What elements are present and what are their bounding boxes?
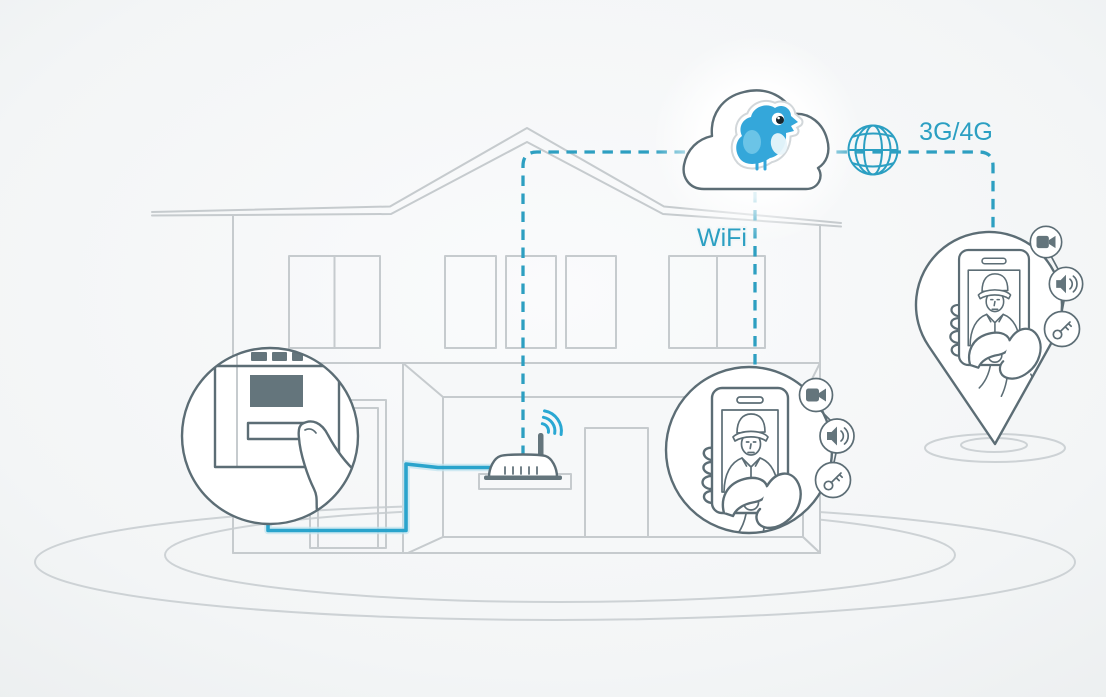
doorbell-wire [264,460,496,535]
doorbell-panel [213,364,341,469]
video-camera-badge [1029,225,1063,259]
home-phone-inset [664,365,855,535]
badge-connectors [1050,255,1065,313]
doorbell-button[interactable] [246,421,307,441]
bird-belly [770,133,788,155]
wifi-signal-icon [540,409,563,436]
doorbell-vent [272,352,287,361]
doorbell-unit [213,352,341,469]
window [565,255,617,349]
connectivity-links [521,150,995,456]
bird-eye-pupil [776,116,784,124]
room-floor [407,536,821,554]
doorbell-circle-outline [180,346,360,526]
router-antenna [538,433,544,457]
router-body [487,453,559,479]
wifi-label: WiFi [697,224,747,252]
window [505,255,557,349]
cloud-service [652,35,862,245]
speaker-badge [819,418,855,454]
badge-connectors [820,410,837,464]
cellular-label: 3G/4G [919,118,993,146]
bird-eye-highlight [777,116,780,120]
window [444,255,497,349]
remote-phone-pin [914,225,1084,446]
key-badge [1043,310,1081,348]
interior-door [584,427,649,538]
dashed-link-router-cloud-globe-pin [521,150,995,456]
wifi-router [484,409,563,480]
bird-mascot-icon [730,99,804,171]
internet-globe-icon [847,124,899,176]
doorbell-vent [251,352,267,361]
key-badge [814,461,852,499]
speaker-badge [1048,266,1084,302]
globe-latitude-lines [848,132,898,168]
router-vents [504,466,538,475]
video-camera-badge [798,377,834,413]
bird-wing [743,130,761,154]
upper-windows [288,255,766,349]
doorbell-speaker-grille [250,375,303,407]
router-base [484,475,562,480]
doorbell-inset [180,346,360,526]
house [151,127,842,554]
wire-line [266,462,494,533]
